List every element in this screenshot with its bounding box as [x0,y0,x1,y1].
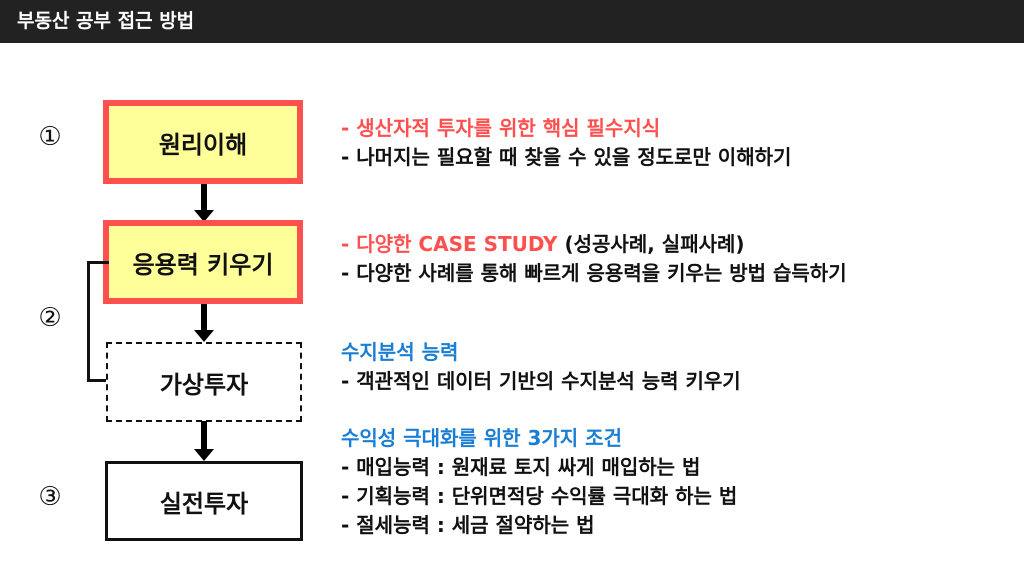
box-real-investment: 실전투자 [105,461,303,541]
note-line: - 객관적인 데이터 기반의 수지분석 능력 키우기 [341,369,741,393]
note-line-red: - 다양한 CASE STUDY [341,232,558,256]
notes-principle: - 생산자적 투자를 위한 핵심 필수지식 - 나머지는 필요할 때 찾을 수 … [341,114,791,172]
note-line-black: (성공사례, 실패사례) [557,232,745,256]
step-number-1: ① [38,122,62,152]
box-virtual-investment: 가상투자 [106,342,302,422]
note-line: - 생산자적 투자를 위한 핵심 필수지식 [341,116,661,140]
group-bracket [87,261,109,382]
note-heading: 수지분석 능력 [341,340,459,364]
box-build-application: 응용력 키우기 [103,220,303,304]
notes-real: 수익성 극대화를 위한 3가지 조건 - 매입능력 : 원재료 토지 싸게 매입… [341,424,737,540]
step-number-2: ② [38,303,62,333]
arrow-down-icon [194,184,214,222]
note-line: - 절세능력 : 세금 절약하는 법 [341,513,595,537]
note-heading: 수익성 극대화를 위한 3가지 조건 [341,426,622,450]
page-title: 부동산 공부 접근 방법 [0,0,1024,43]
note-line: - 다양한 사례를 통해 빠르게 응용력을 키우는 방법 습득하기 [341,261,847,285]
note-line: - 매입능력 : 원재료 토지 싸게 매입하는 법 [341,455,701,479]
note-line: - 기획능력 : 단위면적당 수익률 극대화 하는 법 [341,484,738,508]
note-line: - 나머지는 필요할 때 찾을 수 있을 정도로만 이해하기 [341,145,792,169]
notes-virtual: 수지분석 능력 - 객관적인 데이터 기반의 수지분석 능력 키우기 [341,338,741,396]
step-number-3: ③ [38,482,62,512]
box-principle-understanding: 원리이해 [103,100,303,184]
arrow-down-icon [194,304,214,342]
arrow-down-icon [194,421,214,461]
notes-application: - 다양한 CASE STUDY (성공사례, 실패사례) - 다양한 사례를 … [341,230,847,288]
